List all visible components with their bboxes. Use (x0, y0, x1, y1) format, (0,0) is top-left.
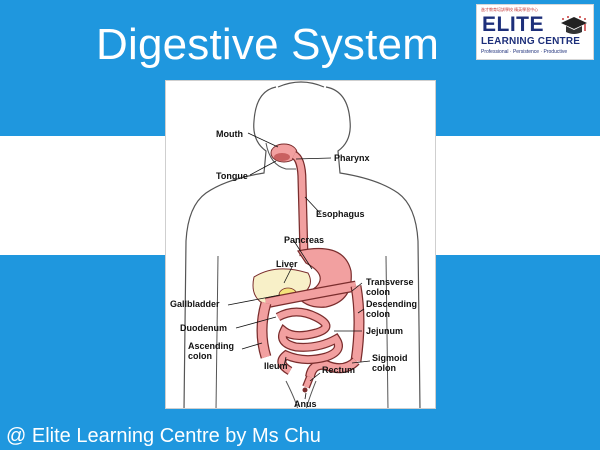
label-ascending-colon-line1: Ascending (188, 341, 234, 351)
diagram-svg: Mouth Tongue Pharynx Esophagus Pancreas … (170, 81, 421, 409)
label-ascending-colon-line2: colon (188, 351, 212, 361)
slide-title: Digestive System (96, 20, 440, 69)
logo-name-line1: ELITE (482, 13, 545, 36)
footer-credit: @ Elite Learning Centre by Ms Chu (6, 425, 321, 447)
arm-inner-right (385, 255, 389, 408)
body-outline (183, 86, 421, 408)
label-liver: Liver (276, 259, 298, 269)
label-descending-colon-line1: Descending (366, 299, 417, 309)
leg-line (285, 380, 317, 408)
label-pancreas: Pancreas (284, 235, 324, 245)
tongue (274, 153, 290, 161)
label-transverse-colon-line2: colon (366, 287, 390, 297)
label-transverse-colon-line1: Transverse (366, 277, 414, 287)
label-mouth: Mouth (216, 129, 243, 139)
label-anus: Anus (294, 399, 317, 409)
logo-chinese-text: 進才教育培訓學校 精英學習中心 (481, 7, 539, 12)
leader-lines (227, 132, 371, 400)
label-sigmoid-colon: Sigmoid colon (372, 353, 410, 373)
label-pharynx: Pharynx (334, 153, 370, 163)
esophagus-fill (292, 152, 308, 257)
anus-marker (302, 387, 308, 393)
label-descending-colon-line2: colon (366, 309, 390, 319)
label-esophagus: Esophagus (316, 209, 365, 219)
label-rectum: Rectum (322, 365, 355, 375)
label-ileum: Ileum (264, 361, 288, 371)
label-descending-colon: Descending colon (366, 299, 420, 319)
label-sigmoid-colon-line2: colon (372, 363, 396, 373)
label-duodenum: Duodenum (180, 323, 227, 333)
label-tongue: Tongue (216, 171, 248, 181)
head-outline (277, 81, 325, 88)
graduation-cap-icon (561, 16, 587, 34)
logo-tagline: Professional · Persistence · Productive (481, 49, 568, 55)
arm-inner-left (215, 255, 219, 408)
logo-name-line2: LEARNING CENTRE (481, 36, 581, 47)
label-transverse-colon: Transverse colon (366, 277, 416, 297)
label-gallbladder: Gallbladder (170, 299, 220, 309)
label-jejunum: Jejunum (366, 326, 403, 336)
label-sigmoid-colon-line1: Sigmoid (372, 353, 408, 363)
elite-learning-centre-logo: 進才教育培訓學校 精英學習中心 ELITE LEARNING CENTRE Pr… (476, 4, 594, 60)
digestive-system-diagram: Mouth Tongue Pharynx Esophagus Pancreas … (165, 80, 436, 409)
label-ascending-colon: Ascending colon (188, 341, 237, 361)
